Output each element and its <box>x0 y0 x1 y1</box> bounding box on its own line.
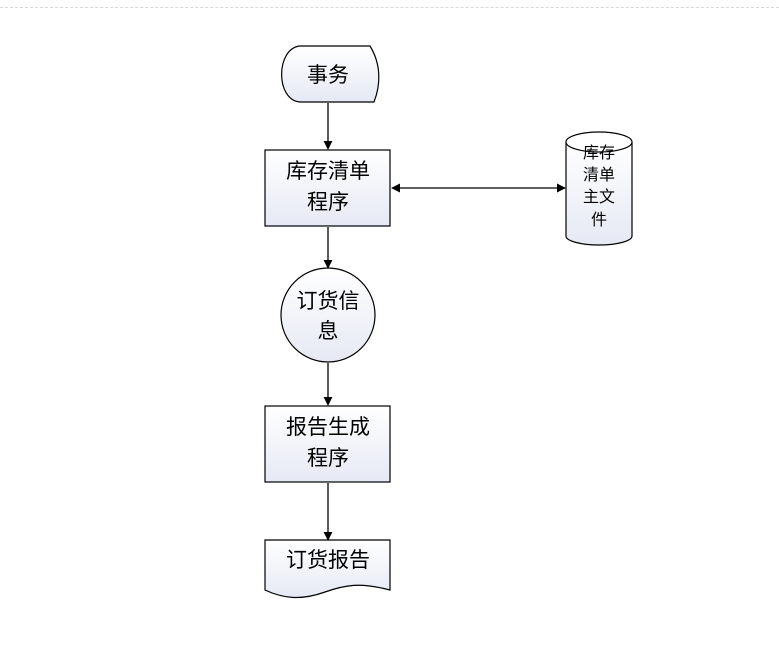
node-report-program-label-line1: 报告生成 <box>286 415 370 439</box>
node-order-info-label-line2: 息 <box>318 319 339 343</box>
node-master-file-label-line2: 清单 <box>583 165 615 184</box>
node-inventory-program: 库存清单 程序 <box>264 149 391 227</box>
node-master-file-label-line3: 主文 <box>583 187 615 206</box>
node-order-report-label: 订货报告 <box>286 548 370 572</box>
node-order-info-label-line1: 订货信 <box>297 289 360 313</box>
node-master-file-label-line4: 件 <box>591 210 607 229</box>
node-report-program-label-line2: 程序 <box>307 446 349 470</box>
process-box <box>264 149 391 227</box>
page-top-rule <box>0 7 779 8</box>
document-shape <box>264 539 391 599</box>
node-inventory-program-label-line1: 库存清单 <box>286 159 370 183</box>
online-storage-shape <box>281 45 380 103</box>
node-inventory-program-label-line2: 程序 <box>307 190 349 214</box>
cylinder-body <box>565 142 633 246</box>
process-box <box>264 405 391 483</box>
node-master-file-label-line1: 库存 <box>583 143 615 162</box>
node-order-info: 订货信 息 <box>280 267 376 363</box>
node-transaction-label: 事务 <box>307 63 349 87</box>
node-transaction: 事务 <box>281 45 380 103</box>
node-report-program: 报告生成 程序 <box>264 405 391 483</box>
node-order-report: 订货报告 <box>264 539 391 599</box>
cylinder-top <box>565 131 633 153</box>
node-inventory-master-file: 库存 清单 主文 件 <box>565 131 633 246</box>
connector-circle <box>280 267 376 363</box>
